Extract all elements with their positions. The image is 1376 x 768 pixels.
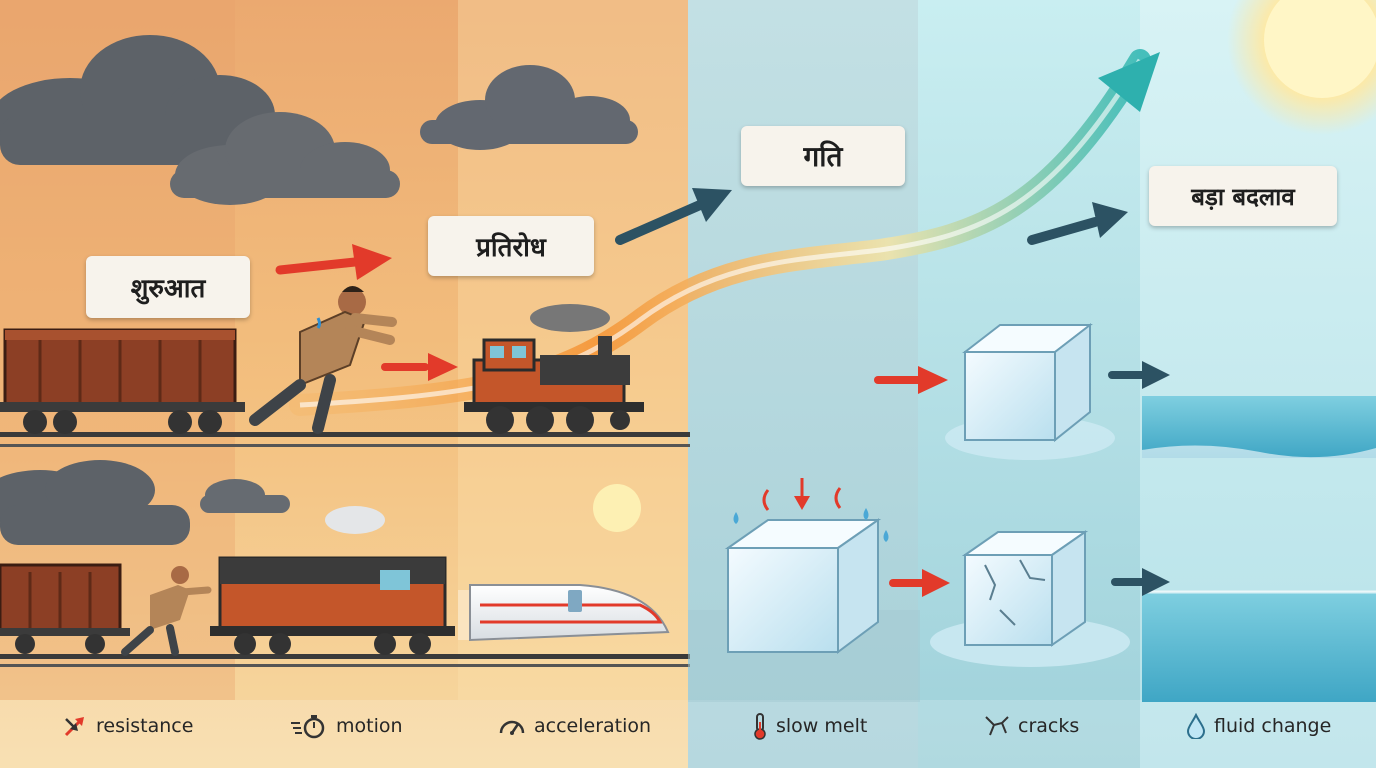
legend-label-resistance: resistance bbox=[96, 715, 193, 737]
legend-item-acceleration: acceleration bbox=[498, 708, 651, 744]
legend-item-resistance: resistance bbox=[62, 708, 193, 744]
sun-small bbox=[593, 484, 641, 532]
legend-item-slow-melt: slow melt bbox=[752, 708, 867, 744]
legend-item-fluid-change: fluid change bbox=[1186, 708, 1331, 744]
legend-label-slow-melt: slow melt bbox=[776, 715, 867, 737]
legend-item-cracks: cracks bbox=[984, 708, 1079, 744]
sea-bottom bbox=[1142, 592, 1376, 702]
label-resistance: प्रतिरोध bbox=[428, 216, 594, 276]
legend-strip bbox=[0, 700, 1376, 768]
legend-label-acceleration: acceleration bbox=[534, 715, 651, 737]
droplet-icon bbox=[1186, 713, 1206, 739]
resistance-icon bbox=[62, 713, 88, 739]
legend-label-fluid-change: fluid change bbox=[1214, 715, 1331, 737]
legend-label-cracks: cracks bbox=[1018, 715, 1079, 737]
gauge-icon bbox=[498, 713, 526, 739]
steam-puff bbox=[325, 506, 385, 534]
thermometer-icon bbox=[752, 712, 768, 740]
stopwatch-icon bbox=[290, 713, 328, 739]
label-motion: गति bbox=[741, 126, 905, 186]
label-start: शुरुआत bbox=[86, 256, 250, 318]
legend-label-motion: motion bbox=[336, 715, 403, 737]
label-big-change: बड़ा बदलाव bbox=[1149, 166, 1337, 226]
crack-icon bbox=[984, 713, 1010, 739]
legend-item-motion: motion bbox=[290, 708, 403, 744]
